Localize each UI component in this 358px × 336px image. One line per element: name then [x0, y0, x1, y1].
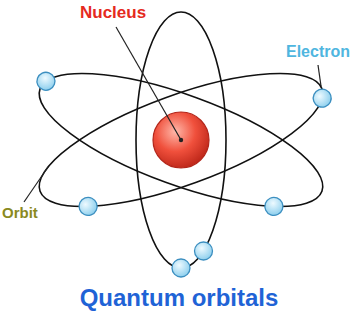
part-label: Nucleus — [80, 3, 146, 23]
nucleus-ball — [153, 112, 209, 168]
leader-line — [24, 167, 48, 202]
orbit-ring — [25, 46, 338, 233]
caption: Quantum orbitals — [80, 284, 279, 313]
electron-ball — [172, 259, 190, 277]
electron-group — [21, 70, 299, 218]
orbit-group — [25, 46, 338, 233]
electron-ball — [311, 87, 334, 110]
electron-ball — [77, 195, 100, 218]
electron-group — [69, 87, 341, 218]
electron-ball — [262, 195, 285, 218]
leader-dot — [179, 138, 183, 142]
electron-ball — [195, 242, 213, 260]
orbit-ring — [136, 12, 226, 268]
orbit-ring — [25, 46, 338, 233]
part-label: Electron — [286, 42, 350, 61]
orbit-group — [25, 46, 338, 233]
leader-line — [318, 65, 321, 86]
leader-line — [116, 27, 181, 140]
electron-ball — [34, 70, 57, 93]
part-label: Orbit — [2, 204, 38, 222]
